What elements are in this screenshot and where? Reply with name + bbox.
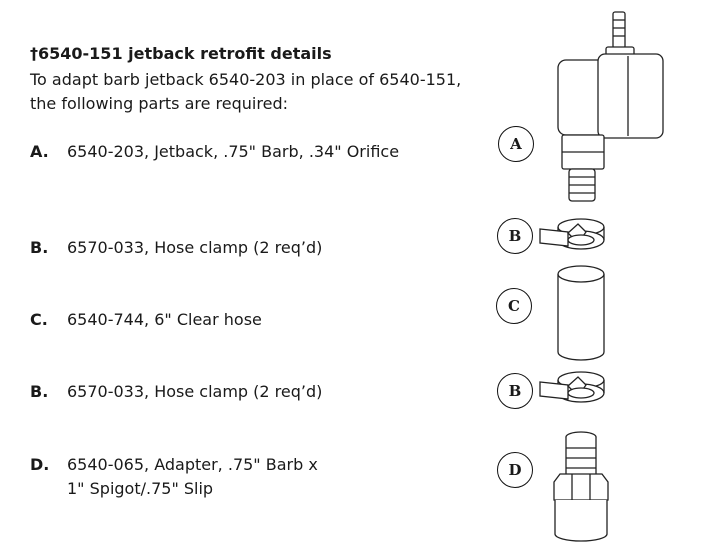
part-letter: C.: [30, 310, 48, 329]
callout-a: A: [498, 126, 534, 162]
parts-illustration: [539, 11, 664, 542]
part-b-1: B. 6570-033, Hose clamp (2 req’d): [30, 236, 322, 260]
part-description: 6540-065, Adapter, .75" Barb x: [67, 455, 318, 474]
part-letter: B.: [30, 238, 49, 257]
page-title: †6540-151 jetback retrofit details: [30, 44, 332, 63]
hose-clamp-illustration-top: [539, 218, 605, 250]
part-description-continued: 1" Spigot/.75" Slip: [67, 479, 214, 498]
clear-hose-illustration: [557, 265, 605, 361]
part-letter: D.: [30, 455, 50, 474]
part-b-2: B. 6570-033, Hose clamp (2 req’d): [30, 380, 322, 404]
part-d: D. 6540-065, Adapter, .75" Barb x 1" Spig…: [30, 453, 318, 501]
hose-clamp-illustration-bottom: [539, 371, 605, 403]
callout-b-2: B: [497, 373, 533, 409]
intro-line-1: To adapt barb jetback 6540-203 in place …: [30, 70, 462, 89]
part-description: 6540-203, Jetback, .75" Barb, .34" Orifi…: [67, 142, 400, 161]
part-letter: A.: [30, 142, 49, 161]
jetback-illustration: [557, 11, 664, 202]
part-description: 6540-744, 6" Clear hose: [67, 310, 262, 329]
part-letter: B.: [30, 382, 49, 401]
part-description: 6570-033, Hose clamp (2 req’d): [67, 238, 323, 257]
callout-d: D: [497, 452, 533, 488]
part-description: 6570-033, Hose clamp (2 req’d): [67, 382, 323, 401]
callout-c: C: [496, 288, 532, 324]
adapter-illustration: [553, 431, 609, 542]
part-c: C. 6540-744, 6" Clear hose: [30, 308, 262, 332]
intro-line-2: the following parts are required:: [30, 94, 288, 113]
part-a: A. 6540-203, Jetback, .75" Barb, .34" Ori…: [30, 140, 399, 164]
callout-b-1: B: [497, 218, 533, 254]
